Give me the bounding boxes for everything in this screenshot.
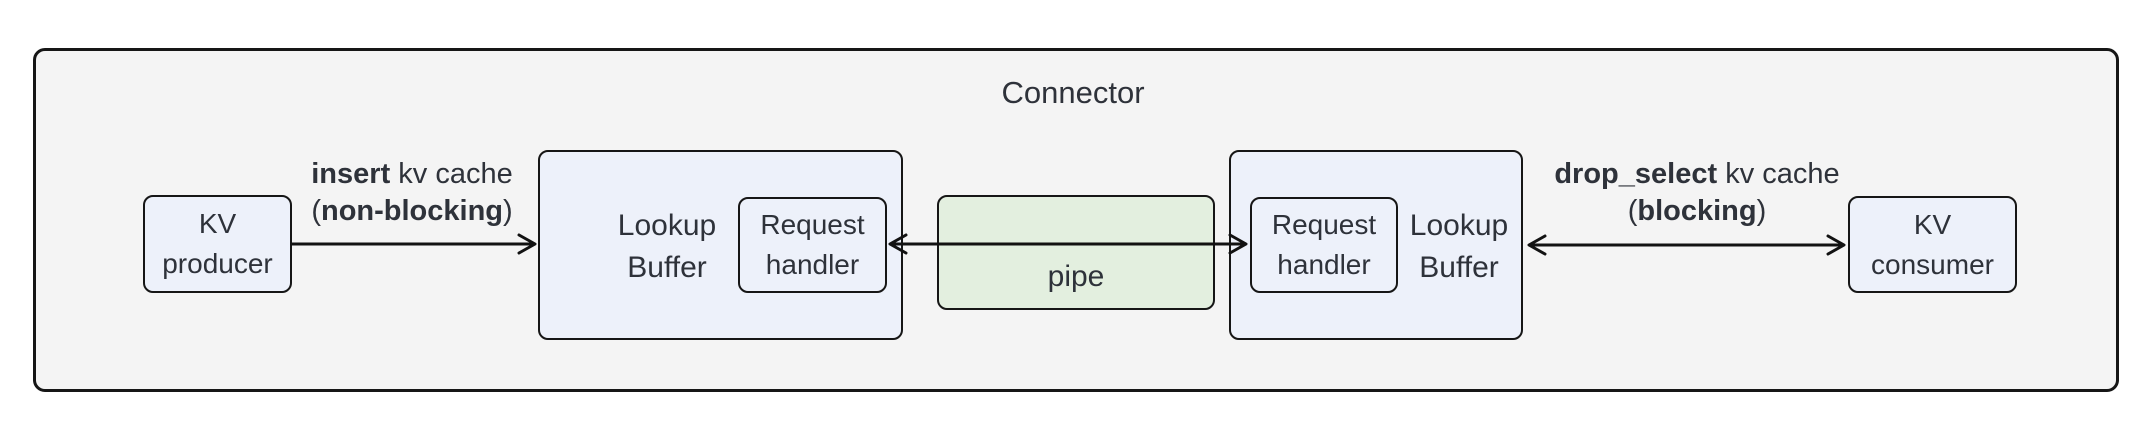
request-handler-right-label-line1: Request [1271, 209, 1377, 240]
insert-edge-label-line2: (non-blocking) [311, 195, 513, 227]
drop-select-edge-label-line2: (blocking) [1627, 195, 1767, 227]
kv-consumer-node: KV consumer [1848, 196, 2017, 293]
lookup-buffer-left-label-line1: Lookup [617, 209, 717, 242]
request-handler-right-label-line2: handler [1277, 249, 1371, 280]
pipe-node [937, 195, 1215, 310]
kv-producer-label-line2: producer [162, 248, 273, 279]
insert-edge-label: insert kv cache (non-blocking) [262, 156, 562, 230]
request-handler-right-node: Request handler [1250, 197, 1398, 293]
lookup-buffer-left-label-line2: Buffer [627, 251, 707, 284]
drop-select-edge-label: drop_select kv cache (blocking) [1542, 156, 1852, 230]
lookup-buffer-right-label-line1: Lookup [1409, 209, 1509, 242]
kv-consumer-label-line2: consumer [1871, 248, 1994, 280]
insert-edge-label-line1: insert kv cache [311, 158, 513, 190]
request-handler-left-node: Request handler [738, 197, 887, 293]
request-handler-left-label-line1: Request [760, 209, 865, 240]
lookup-buffer-right-label: Lookup Buffer [1364, 205, 1554, 289]
kv-consumer-label-line1: KV [1913, 208, 1952, 240]
kv-producer-node: KV producer [143, 195, 292, 293]
lookup-buffer-left-label: Lookup Buffer [572, 205, 762, 289]
pipe-label: pipe [1047, 260, 1105, 293]
drop-select-edge-label-line1: drop_select kv cache [1554, 158, 1840, 190]
kv-producer-label-line1: KV [198, 208, 237, 239]
request-handler-left-label-line2: handler [765, 249, 860, 280]
connector-title: Connector [1001, 75, 1145, 110]
lookup-buffer-right-label-line2: Buffer [1419, 251, 1499, 284]
